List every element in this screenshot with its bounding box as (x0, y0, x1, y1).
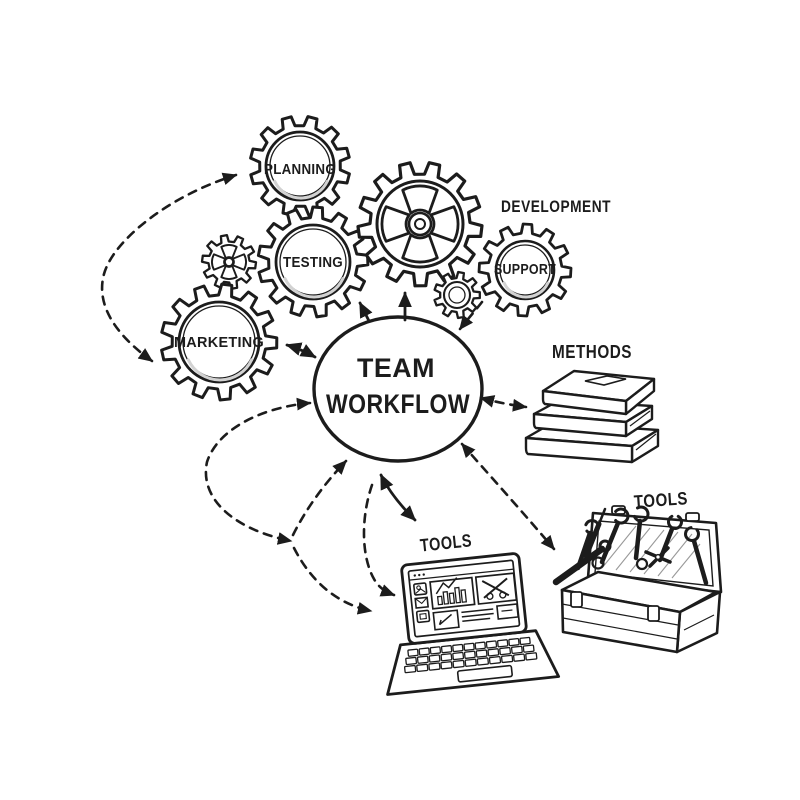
marketing-gear-label: MARKETING (174, 334, 264, 351)
arrow-center-testing-solid (358, 301, 373, 323)
development-label: DEVELOPMENT (501, 198, 611, 216)
keyboard (403, 636, 538, 674)
center-title-line1: TEAM (357, 353, 435, 383)
books-icon (524, 369, 660, 464)
support-gear-icon: SUPPORT (477, 222, 573, 318)
small-ring-gear-icon (433, 270, 481, 320)
methods-label: METHODS (552, 342, 632, 362)
arrow-loop-center-dashed (291, 459, 348, 537)
toolbox-icon (552, 505, 723, 654)
dashboard-x-panel (474, 572, 518, 605)
arrow-marketing-center-solid (285, 342, 317, 359)
planning-gear-icon: PLANNING (249, 115, 351, 217)
marketing-gear-icon: MARKETING (160, 282, 279, 402)
trackpad (456, 664, 513, 683)
center-title-line2: WORKFLOW (326, 389, 470, 419)
team-workflow-node: TEAM WORKFLOW (312, 315, 484, 463)
laptop-icon (386, 552, 561, 696)
arrow-loop-laptop-dashed (292, 546, 373, 615)
browser-dots-icon (413, 573, 425, 577)
sidebar-icons (413, 582, 431, 624)
arrow-center-laptop-solid (379, 473, 417, 522)
arrow-center-toolbox-dashed (460, 442, 556, 551)
arrow-center-laptop-dashed (362, 483, 396, 597)
arrow-center-loop-dashed (204, 397, 312, 545)
center-circle (312, 315, 484, 463)
dashboard-bottom-row (432, 603, 520, 631)
testing-gear-label: TESTING (283, 254, 343, 271)
arrow-planning-marketing-dashed (100, 172, 238, 363)
dashboard-chart-panel (429, 576, 476, 610)
testing-gear-icon: TESTING (256, 205, 370, 319)
planning-gear-label: PLANNING (264, 161, 336, 178)
arrow-ringgear-center-dashed (458, 300, 484, 331)
drive-gear-icon (356, 161, 484, 288)
arrow-center-books-dashed (479, 395, 528, 412)
toolbox-tools-label: TOOLS (633, 488, 688, 512)
support-gear-label: SUPPORT (494, 261, 556, 278)
